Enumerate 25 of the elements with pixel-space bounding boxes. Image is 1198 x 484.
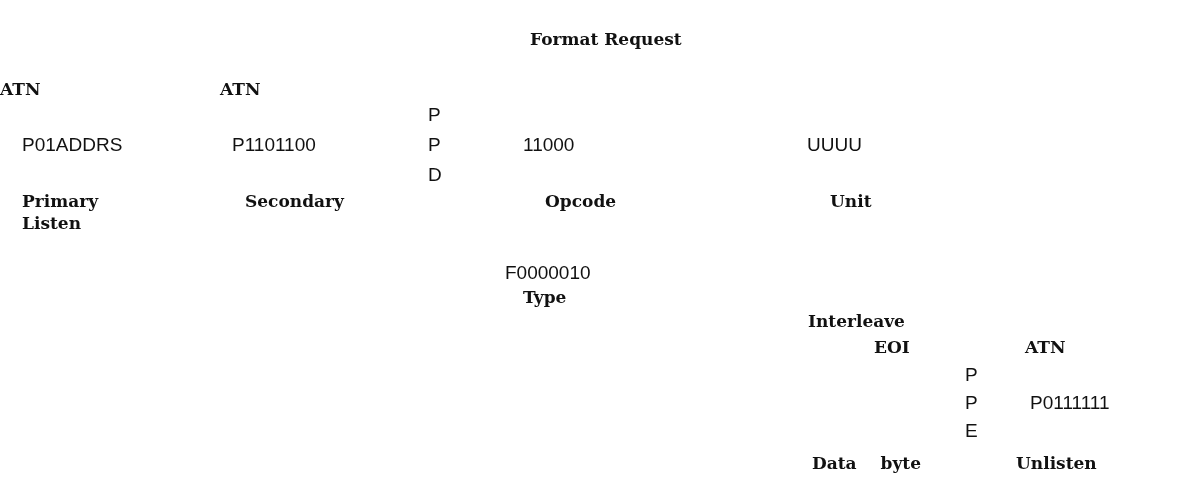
field-label: Data byte [812,452,921,474]
bit-pattern: P0111111 [1030,392,1110,414]
field-label: ATN [0,78,41,100]
bit-letter: P [965,364,978,386]
bit-letter: E [965,420,978,442]
field-label: Secondary [245,190,344,212]
bit-letter: P [965,392,978,414]
bit-pattern: P01ADDRS [22,134,123,156]
field-label: EOI [874,336,910,358]
bit-letter: P [428,104,441,126]
field-label: ATN [220,78,261,100]
field-label: Unit [830,190,872,212]
bit-pattern: UUUU [807,134,862,156]
field-label: Primary Listen [22,190,100,234]
field-label: Opcode [545,190,617,212]
field-label: ATN [1025,336,1066,358]
diagram-title: Format Request [530,28,682,50]
bit-pattern: F0000010 [505,262,591,284]
bit-letter: P [428,134,441,156]
bit-letter: D [428,164,442,186]
bit-pattern: P1101100 [232,134,316,156]
field-label: Interleave [808,310,905,332]
bit-pattern: 11000 [523,134,575,156]
field-label: Unlisten [1016,452,1097,474]
field-label: Type [523,286,567,308]
